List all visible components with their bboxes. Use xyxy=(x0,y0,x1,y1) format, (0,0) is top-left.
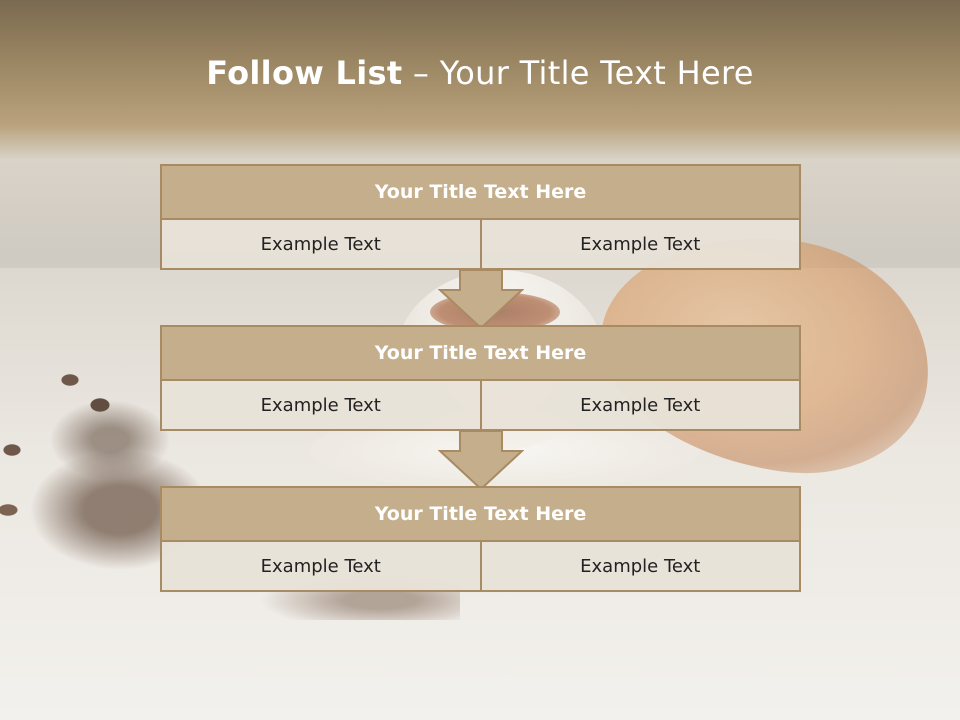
down-arrow-icon xyxy=(438,270,524,330)
block-heading: Your Title Text Here xyxy=(160,325,801,381)
block-cell-right: Example Text xyxy=(479,542,799,590)
block-cell-left: Example Text xyxy=(162,542,480,590)
slide-title-rest: – Your Title Text Here xyxy=(402,54,754,92)
list-block-3: Your Title Text Here Example Text Exampl… xyxy=(160,486,801,592)
block-heading: Your Title Text Here xyxy=(160,164,801,220)
list-block-1: Your Title Text Here Example Text Exampl… xyxy=(160,164,801,270)
block-cell-left: Example Text xyxy=(162,381,480,429)
list-block-2: Your Title Text Here Example Text Exampl… xyxy=(160,325,801,431)
slide-title: Follow List – Your Title Text Here xyxy=(0,54,960,92)
block-heading: Your Title Text Here xyxy=(160,486,801,542)
slide-title-bold: Follow List xyxy=(206,54,403,92)
block-cell-right: Example Text xyxy=(479,220,799,268)
block-row: Example Text Example Text xyxy=(160,220,801,270)
block-cell-right: Example Text xyxy=(479,381,799,429)
block-row: Example Text Example Text xyxy=(160,381,801,431)
block-row: Example Text Example Text xyxy=(160,542,801,592)
block-cell-left: Example Text xyxy=(162,220,480,268)
down-arrow-icon xyxy=(438,431,524,491)
